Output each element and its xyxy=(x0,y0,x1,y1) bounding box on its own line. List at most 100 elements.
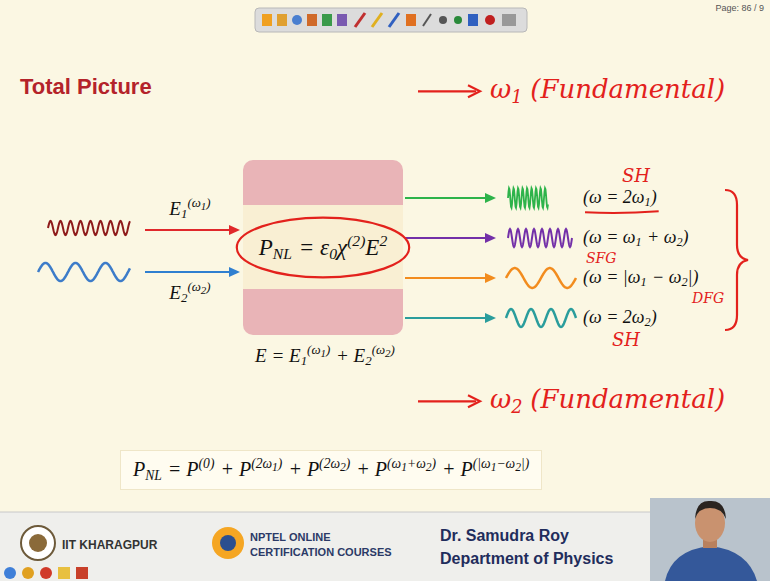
arrow-head xyxy=(229,225,240,235)
formula-part: 1 xyxy=(401,461,407,474)
field-label: E xyxy=(169,282,181,303)
formula-part: −ω xyxy=(496,456,515,471)
handwritten-note: (Fundamental) xyxy=(530,74,725,104)
toolbar-icon xyxy=(406,14,416,26)
department-name: Department of Physics xyxy=(440,550,613,567)
field-label: 1 xyxy=(181,206,187,221)
field-sum: E = E xyxy=(255,345,301,366)
field-sum: 2 xyxy=(365,353,371,368)
toolbar-icon xyxy=(439,16,447,24)
frequency-label: − ω xyxy=(652,267,681,287)
department-name-group: Department of Physics xyxy=(440,550,613,568)
iit-emblem xyxy=(29,534,47,552)
superscript-group: (2ω1) xyxy=(251,456,282,471)
formula-part: = P xyxy=(168,458,199,480)
taskbar-icon xyxy=(58,567,70,579)
arrow-head xyxy=(485,313,496,323)
arrow-head xyxy=(229,267,240,277)
superscript-group: (0) xyxy=(199,456,215,471)
handwritten-note: DFG xyxy=(692,290,724,306)
field-label: ) xyxy=(206,195,210,210)
formula-part: ) xyxy=(432,456,437,471)
formula-part: 2 xyxy=(515,461,521,474)
formula-part: (0) xyxy=(199,456,215,471)
frequency-label: ) xyxy=(651,307,657,327)
formula-part: (ω xyxy=(387,456,401,471)
field-sum: (ω xyxy=(307,342,320,357)
course-name-group: CERTIFICATION COURSES xyxy=(250,546,392,558)
toolbar-icon xyxy=(502,14,516,26)
iit-emblem xyxy=(21,526,55,560)
crystal-box: PNL= ε0χ(2)E2 xyxy=(243,160,403,335)
frequency-label: (ω = |ω xyxy=(583,267,641,287)
superscript-group: (ω2) xyxy=(187,279,210,294)
light-wave xyxy=(38,263,130,281)
field-sum: + E xyxy=(336,345,365,366)
field-sum: (ω xyxy=(372,342,385,357)
formula-part: |) xyxy=(521,456,529,471)
frequency-label-group: (ω = 2ω1) xyxy=(583,187,657,209)
formula-part: + P xyxy=(220,458,251,480)
presenter-shirt xyxy=(665,546,757,581)
formula-part: ) xyxy=(278,456,283,471)
curly-brace xyxy=(725,190,748,330)
formula-part: + P xyxy=(288,458,319,480)
formula-part: +ω xyxy=(407,456,426,471)
toolbar-icon xyxy=(277,14,287,26)
beam-arrow xyxy=(145,271,232,273)
superscript-group: 2 xyxy=(379,232,387,249)
frequency-label: |) xyxy=(688,267,699,287)
formula: PNL= ε0χ(2)E2 xyxy=(259,232,387,264)
frequency-label-group: (ω = |ω1− ω2|) xyxy=(583,267,698,289)
handwritten-note: 2 xyxy=(511,397,522,417)
field-sum: ) xyxy=(391,342,395,357)
toolbar-icon xyxy=(372,13,382,27)
course-name: NPTEL ONLINE xyxy=(250,531,330,543)
toolbar-icon xyxy=(322,14,332,26)
formula-part: 1 xyxy=(491,461,497,474)
light-wave xyxy=(508,188,548,208)
formula-part: 2 xyxy=(379,232,387,249)
toolbar-icon xyxy=(292,15,302,25)
frequency-label: (ω = ω xyxy=(583,227,636,247)
taskbar-icon xyxy=(22,567,34,579)
toolbar-icon xyxy=(307,14,317,26)
field-label: 1 xyxy=(201,200,206,212)
slide-title: Total Picture xyxy=(20,74,152,100)
handwritten-note: (Fundamental) xyxy=(530,384,725,414)
formula-part: ) xyxy=(346,456,351,471)
light-wave xyxy=(508,229,572,247)
handwritten-note-group: ω1 (Fundamental) xyxy=(490,76,725,107)
field-label: 2 xyxy=(181,290,187,305)
field-sum: ) xyxy=(326,342,330,357)
frequency-label: 2 xyxy=(676,235,682,249)
superscript-group: (|ω1−ω2|) xyxy=(473,456,529,471)
toolbar-icon xyxy=(389,13,399,27)
institute-name-group: IIT KHARAGPUR xyxy=(62,538,157,552)
beam-arrow xyxy=(405,197,488,199)
field-label: 2 xyxy=(201,284,206,296)
frequency-label: 1 xyxy=(645,195,651,209)
field-label: (ω xyxy=(187,279,200,294)
handwritten-note: 1 xyxy=(511,87,522,107)
formula-part: (|ω xyxy=(473,456,491,471)
arrow-head xyxy=(485,273,496,283)
formula-part: χ xyxy=(337,235,347,260)
field-label-group: E2(ω2) xyxy=(169,280,210,306)
formula: PNL= P(0)+ P(2ω1)+ P(2ω2)+ P(ω1+ω2)+ P(|… xyxy=(133,458,529,480)
field-label: E xyxy=(169,198,181,219)
course-name: CERTIFICATION COURSES xyxy=(250,546,392,558)
formula-part: 1 xyxy=(272,461,278,474)
handwritten-arrow xyxy=(418,400,476,402)
handwritten-note: ω xyxy=(490,74,511,104)
handwritten-arrow xyxy=(418,90,476,92)
handwritten-arrow-head xyxy=(468,85,480,97)
highlight-ellipse xyxy=(237,218,409,278)
light-wave xyxy=(48,221,130,235)
taskbar-icon xyxy=(4,567,16,579)
frequency-label: (ω = 2ω xyxy=(583,307,645,327)
toolbar-bar xyxy=(255,8,527,32)
formula-part: = ε xyxy=(299,235,329,260)
formula-part: + P xyxy=(356,458,387,480)
